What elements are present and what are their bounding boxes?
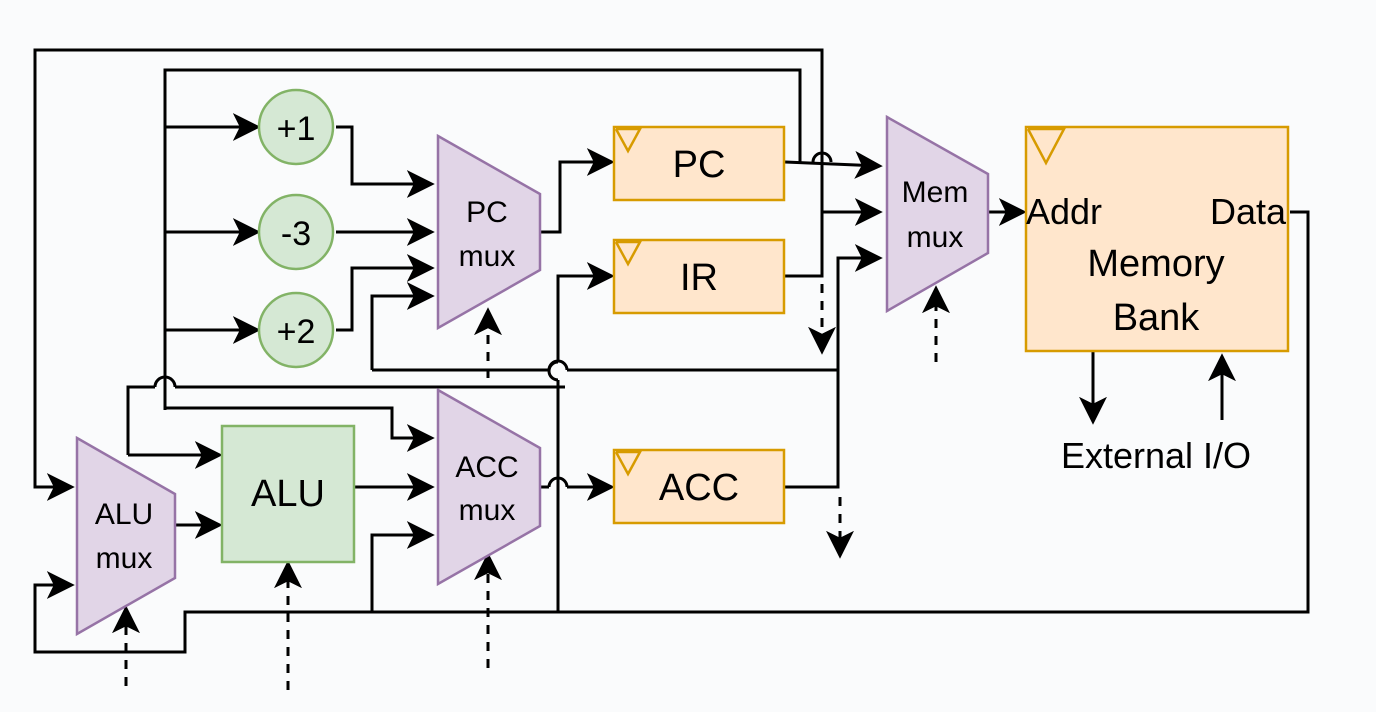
dec3-label: -3: [281, 215, 311, 253]
acc-bus-to-mem-mux-wire: [836, 244, 883, 370]
ir-output-wire: [33, 48, 824, 501]
acc-mux-label-line2: mux: [459, 494, 516, 527]
mem-mux-label-line1: Mem: [902, 176, 969, 209]
ir-label: IR: [680, 257, 718, 299]
ir-input-wire: [556, 276, 612, 612]
alu-mux-label-line1: ALU: [95, 498, 153, 531]
pc-hop: [811, 151, 833, 163]
memory-title-line2: Bank: [1113, 297, 1201, 339]
memory-title-line1: Memory: [1087, 243, 1224, 285]
acc-mux-label-line1: ACC: [455, 451, 518, 484]
pc-label: PC: [673, 144, 726, 186]
inc1-to-pc-mux-wire: [336, 125, 435, 198]
bus-to-pc-mux-wire: [370, 282, 435, 370]
pc-register: PC: [612, 125, 786, 202]
acc-hop-left: [153, 375, 177, 388]
ir-register: IR: [612, 238, 786, 315]
inc2-node: +2: [257, 291, 335, 369]
alu-mux-node: ALU mux: [75, 435, 177, 637]
mem-mux-node: Mem mux: [885, 114, 990, 314]
wires: [33, 48, 1310, 654]
memory-data-port: Data: [1210, 191, 1287, 232]
alu-mux-label-line2: mux: [96, 542, 153, 575]
pc-feedback-bus: [163, 68, 802, 410]
inc2-label: +2: [277, 313, 316, 351]
inc2-to-pc-mux-wire: [336, 254, 435, 332]
data-to-acc-mux-wire: [370, 521, 435, 612]
acc-feedback-bus: [126, 385, 565, 455]
external-io-label: External I/O: [1061, 435, 1251, 476]
alu-label: ALU: [251, 473, 325, 515]
memory-addr-port: Addr: [1026, 191, 1102, 232]
acc-register: ACC: [612, 448, 786, 525]
inc1-label: +1: [277, 110, 316, 148]
pc-mux-to-pc-wire: [540, 148, 615, 234]
pc-mux-node: PC mux: [436, 133, 542, 331]
dec3-node: -3: [257, 193, 335, 271]
control-signals: [112, 284, 950, 690]
memory-bank: Addr Data Memory Bank: [1024, 125, 1290, 353]
alu-node: ALU: [220, 424, 356, 564]
acc-label: ACC: [659, 467, 739, 509]
pc-to-mem-mux-wire: [784, 150, 883, 179]
pc-mux-label-line1: PC: [466, 196, 508, 229]
acc-output-wire: [785, 370, 840, 489]
data-to-alu-mux-wire: [33, 210, 1310, 654]
bus-to-acc-mux-wire: [165, 406, 435, 452]
mem-mux-label-line2: mux: [907, 221, 964, 254]
pc-mux-label-line2: mux: [459, 240, 516, 273]
acc-mux-hop: [547, 476, 569, 488]
acc-bus-hop: [547, 359, 569, 371]
acc-mux-node: ACC mux: [436, 387, 542, 587]
inc1-node: +1: [257, 88, 335, 166]
